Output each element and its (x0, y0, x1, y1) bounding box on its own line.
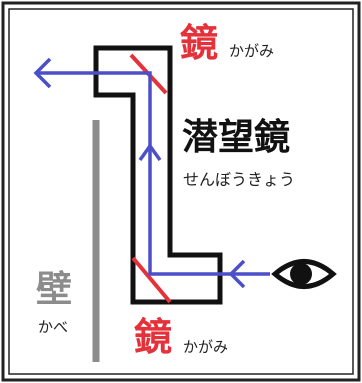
wall-kanji: 壁 (36, 269, 73, 310)
wall-reading: かべ (38, 318, 69, 336)
arrow-exit-icon (33, 57, 52, 89)
periscope-tube (93, 45, 223, 305)
light-path-upper (36, 71, 152, 143)
inner-frame (8, 8, 354, 375)
eye-icon (271, 259, 337, 289)
bottom-mirror-icon (131, 256, 172, 304)
arrow-left-icon (228, 259, 246, 289)
mirror-bottom-reading: かがみ (183, 338, 229, 356)
mirror-top-reading: かがみ (229, 42, 275, 60)
mirror-top-kanji: 鏡 (180, 21, 219, 65)
mirror-bottom-kanji: 鏡 (134, 315, 173, 359)
periscope-kanji: 潜望鏡 (182, 117, 291, 158)
arrow-up-icon (138, 142, 162, 162)
periscope-reading: せんぼうきょう (183, 170, 296, 189)
